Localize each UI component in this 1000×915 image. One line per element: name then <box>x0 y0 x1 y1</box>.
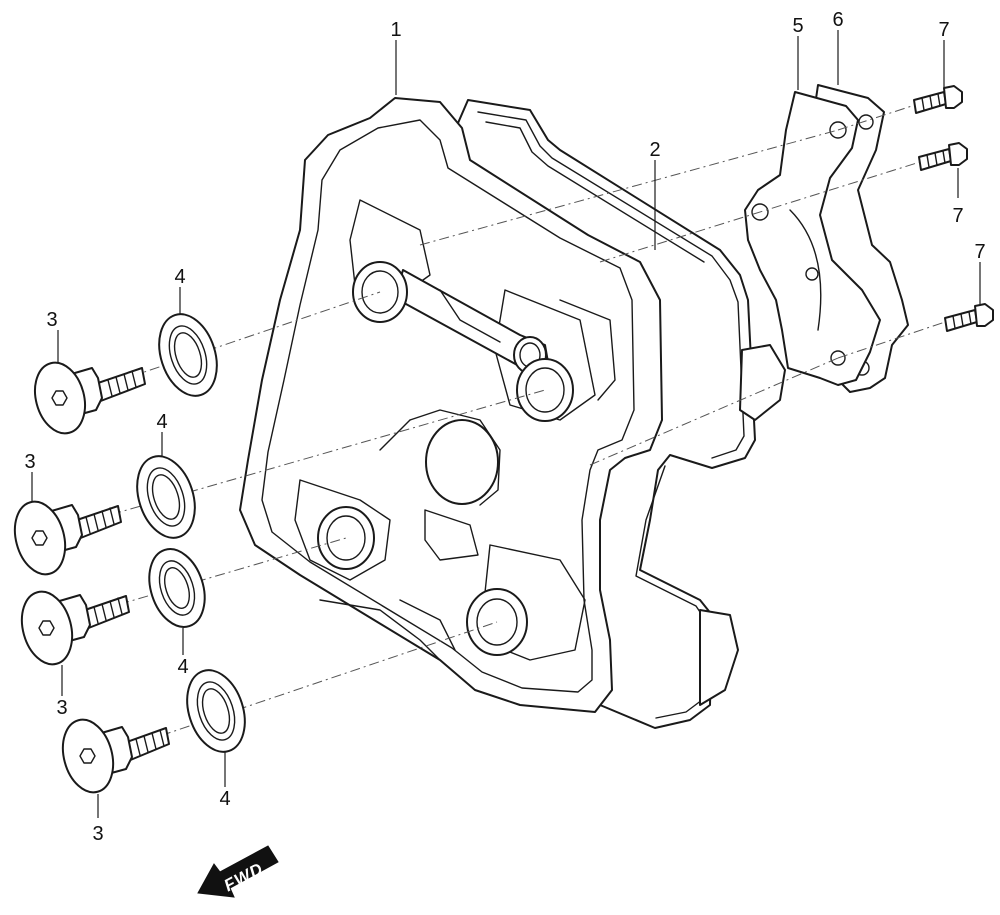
cover-boss-lower-left <box>317 506 375 570</box>
callout-part-3-first: 3 <box>46 309 57 331</box>
callout-part-4-first: 4 <box>174 266 185 288</box>
callout-part-4-second: 4 <box>156 411 167 433</box>
callout-part-2: 2 <box>649 139 660 161</box>
flange-bolt-4 <box>61 718 170 794</box>
forward-direction-arrow: FWD <box>197 845 279 898</box>
cam-end-cap-upper <box>739 344 786 421</box>
callout-part-5: 5 <box>792 15 803 37</box>
cylinder-head-cover <box>239 97 663 713</box>
callout-part-6: 6 <box>832 9 843 31</box>
callout-part-7-upper: 7 <box>938 19 949 41</box>
callout-part-3-fourth: 3 <box>92 823 103 845</box>
seal-washer-4 <box>186 669 246 753</box>
seal-washer-3 <box>148 548 206 628</box>
callout-part-3-third: 3 <box>56 697 67 719</box>
screw-1 <box>913 85 963 114</box>
cover-boss-upper-right <box>516 358 574 422</box>
callout-leaders <box>31 30 981 818</box>
flange-bolt-1 <box>34 361 146 435</box>
callout-part-4-fourth: 4 <box>219 788 230 810</box>
callout-part-1: 1 <box>390 19 401 41</box>
callout-part-7-lower: 7 <box>974 241 985 263</box>
flange-bolt-3 <box>20 590 130 666</box>
callout-part-7-middle: 7 <box>952 205 963 227</box>
screw-2 <box>918 142 968 171</box>
seal-washer-2 <box>136 455 196 539</box>
seal-washer-1 <box>158 313 218 397</box>
cover-plate <box>744 91 881 386</box>
callout-part-4-third: 4 <box>177 656 188 678</box>
flange-bolt-2 <box>13 500 122 576</box>
callout-part-3-second: 3 <box>24 451 35 473</box>
cam-end-cap-lower <box>699 609 739 706</box>
screw-3 <box>944 303 994 332</box>
